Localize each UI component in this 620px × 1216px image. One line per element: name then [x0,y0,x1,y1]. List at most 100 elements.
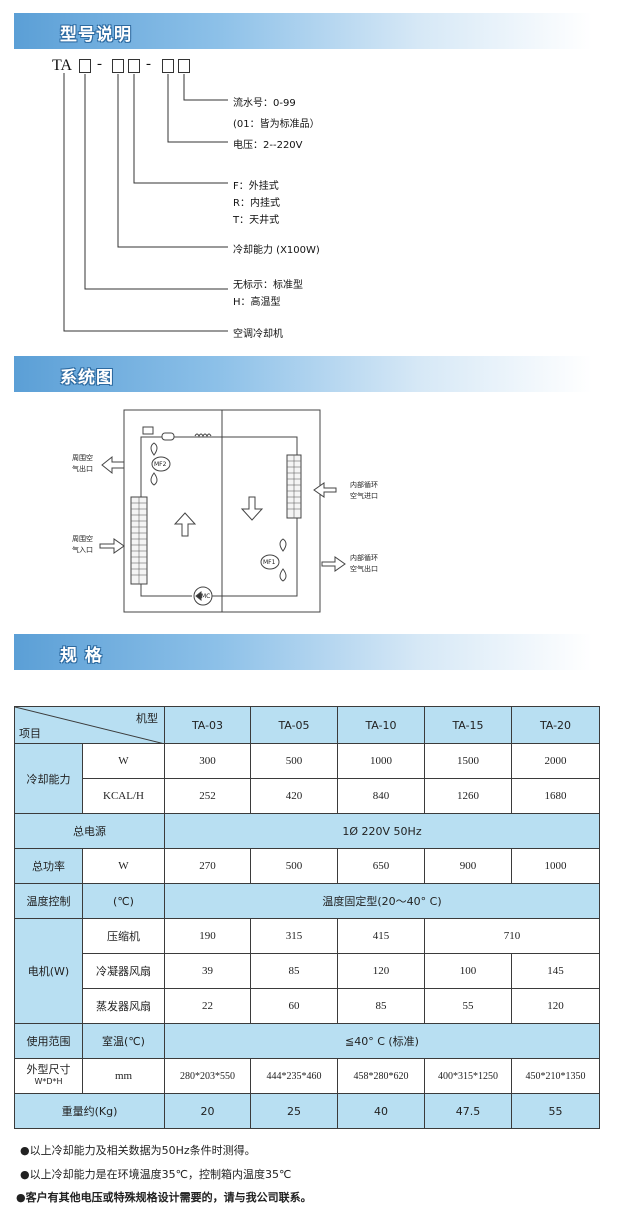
value-cell: 1500 [424,743,512,779]
value-cell: 1680 [511,778,600,814]
value-cell: 1260 [424,778,512,814]
value-cell: 900 [424,848,512,884]
row-label-cooling: 冷却能力 [14,743,83,814]
value-cell: 20 [164,1093,251,1129]
model-code-diagram: TA - - 流水号：0-99 (01：皆为标准品） 电压：2--220V F：… [0,0,620,350]
value-cell: 温度固定型(20～40° C) [164,883,600,919]
airflow-up-arrow [173,512,197,537]
value-cell: 100 [424,953,512,989]
value-cell: 650 [337,848,425,884]
unit-cell: (℃) [82,883,165,919]
table-row: 冷却能力 W 300 500 1000 1500 2000 [14,743,600,814]
desc-type-std: 无标示：标准型 [233,280,303,291]
row-label-range: 使用范围 [14,1023,83,1059]
desc-capacity: 冷却能力 (X100W) [233,245,320,256]
section-banner-spec: 规 格 [14,634,592,670]
label-fan-mf1: MF1 [263,559,276,566]
compressor-icon [193,586,213,606]
value-cell: 710 [424,918,600,954]
section-title: 型号说明 [60,25,132,45]
section-title: 规 格 [60,646,103,666]
sub-label-evaporator-fan: 蒸发器风扇 [82,988,165,1024]
code-box [128,59,140,73]
label-fan-mf2: MF2 [154,461,167,468]
section-title: 系统图 [60,368,114,388]
value-cell: 458*280*620 [337,1058,425,1094]
value-cell: 300 [164,743,251,779]
table-corner-cell: 机型 项目 [14,706,165,744]
table-row: 重量约(Kg) 20 25 40 47.5 55 [14,1093,600,1129]
desc-serial: 流水号：0-99 [233,98,296,109]
value-cell: 420 [250,778,338,814]
corner-diagonal-line [15,707,165,744]
fan-mf1-icon [260,538,287,582]
table-row: KCAL/H 252 420 840 1260 1680 [15,778,600,814]
hot-air-in-arrow [99,538,125,554]
row-label-power-supply: 总电源 [14,813,165,849]
value-cell: 85 [250,953,338,989]
desc-voltage: 电压：2--220V [233,140,303,151]
value-cell: ≦40° C (标准) [164,1023,600,1059]
unit-cell: KCAL/H [82,778,165,814]
label-inner-air-in: 内部循环 空气进口 [350,481,378,500]
desc-mount-r: R：内挂式 [233,198,280,209]
row-label-size: 外型尺寸 W*D*H [14,1058,83,1094]
value-cell: 315 [250,918,338,954]
desc-mount-f: F：外挂式 [233,181,279,192]
desc-mount-t: T：天井式 [233,215,280,226]
hot-air-out-arrow [101,455,125,475]
corner-model-label: 机型 [136,712,158,725]
label-hot-air-in: 周围空 气入口 [72,535,93,554]
system-diagram-drawing [99,409,346,613]
value-cell: 85 [337,988,425,1024]
desc-type-high: H：高温型 [233,297,281,308]
size-sub-label: W*D*H [34,1077,63,1086]
corner-item-label: 项目 [19,727,41,740]
value-cell: 120 [511,988,600,1024]
value-cell: 22 [164,988,251,1024]
inner-air-out-arrow [321,556,346,572]
note-item: ●以上冷却能力及相关数据为50Hz条件时测得。 [20,1144,256,1157]
value-cell: 270 [164,848,251,884]
table-row: 冷凝器风扇 39 85 120 100 145 [15,953,600,989]
value-cell: 39 [164,953,251,989]
label-compressor: MC [201,593,211,600]
value-cell: 280*203*550 [164,1058,251,1094]
note-item: ●以上冷却能力是在环境温度35℃，控制箱内温度35℃ [20,1168,292,1181]
table-row: 总功率 W 270 500 650 900 1000 [14,848,600,884]
row-label-temp-control: 温度控制 [14,883,83,919]
value-cell: 415 [337,918,425,954]
value-cell: 55 [424,988,512,1024]
section-banner-system: 系统图 [14,356,592,392]
value-cell: 2000 [511,743,600,779]
model-code-prefix: TA [52,57,73,74]
code-box [178,59,190,73]
section-banner-model: 型号说明 [14,13,592,49]
table-row: 总电源 1Ø 220V 50Hz [14,813,600,849]
code-dash: - [146,56,151,72]
value-cell: 400*315*1250 [424,1058,512,1094]
code-box [79,59,91,73]
model-header: TA-03 [164,706,251,744]
value-cell: 444*235*460 [250,1058,338,1094]
airflow-down-arrow [240,496,264,521]
value-cell: 120 [337,953,425,989]
value-cell: 450*210*1350 [511,1058,600,1094]
table-row: 蒸发器风扇 22 60 85 55 120 [15,988,600,1024]
label-hot-air-out: 周围空 气出口 [72,454,93,473]
system-diagram: 周围空 气出口 周围空 气入口 内部循环 空气进口 内部循环 空气出口 MF2 … [0,400,620,625]
code-box [162,59,174,73]
value-cell: 1000 [337,743,425,779]
value-cell: 145 [511,953,600,989]
note-item-contact: ●客户有其他电压或特殊规格设计需要的，请与我公司联系。 [16,1191,312,1204]
spec-table: 机型 项目 TA-03 TA-05 TA-10 TA-15 TA-20 冷却能力… [14,706,600,1129]
value-cell: 190 [164,918,251,954]
desc-product: 空调冷却机 [233,329,283,340]
code-box [112,59,124,73]
value-cell: 1000 [511,848,600,884]
row-label-motor: 电机(W) [14,918,83,1024]
table-row: 温度控制 (℃) 温度固定型(20～40° C) [14,883,600,919]
table-row: 外型尺寸 W*D*H mm 280*203*550 444*235*460 45… [14,1058,600,1094]
table-header-row: 机型 项目 TA-03 TA-05 TA-10 TA-15 TA-20 [14,706,600,744]
inner-air-in-arrow [313,482,337,498]
